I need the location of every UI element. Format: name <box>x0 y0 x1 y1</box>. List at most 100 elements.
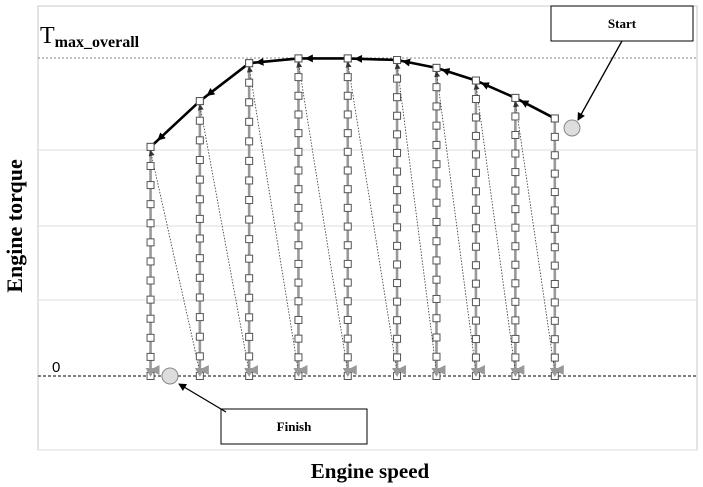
operating-point-marker <box>146 276 155 285</box>
operating-point-marker <box>245 215 254 224</box>
operating-point-markers <box>145 54 560 380</box>
tmax-label: Tmax_overall <box>40 23 140 51</box>
operating-point-marker <box>343 73 352 82</box>
operating-point-marker <box>294 110 303 119</box>
operating-point-marker <box>294 278 303 287</box>
operating-point-marker <box>343 91 352 100</box>
operating-point-marker <box>393 260 402 269</box>
operating-point-marker <box>393 111 402 120</box>
operating-point-marker <box>471 168 480 177</box>
operating-point-marker <box>511 260 520 269</box>
operating-point-marker <box>294 222 303 231</box>
operating-point-marker <box>511 149 520 158</box>
envelope-peak-marker <box>146 142 155 151</box>
zero-arrowhead <box>549 368 560 377</box>
operating-point-marker <box>550 316 559 325</box>
operating-point-marker <box>245 156 254 165</box>
operating-point-marker <box>393 74 402 83</box>
operating-point-marker <box>432 121 441 130</box>
operating-point-marker <box>550 188 559 197</box>
operating-point-marker <box>294 166 303 175</box>
operating-point-marker <box>393 297 402 306</box>
grid-lines <box>38 149 697 451</box>
transition-line <box>473 83 516 373</box>
operating-point-marker <box>294 203 303 212</box>
zero-arrowhead <box>470 368 481 377</box>
operating-point-marker <box>393 223 402 232</box>
operating-point-marker <box>511 297 520 306</box>
operating-point-marker <box>432 198 441 207</box>
operating-point-marker <box>343 241 352 250</box>
operating-point-marker <box>393 148 402 157</box>
operating-point-marker <box>245 78 254 87</box>
operating-point-marker <box>245 137 254 146</box>
operating-point-marker <box>432 160 441 169</box>
operating-point-marker <box>393 93 402 102</box>
operating-point-marker <box>343 353 352 362</box>
operating-point-marker <box>245 332 254 341</box>
envelope-peak-marker <box>294 54 303 63</box>
start-callout-box <box>550 5 694 42</box>
operating-point-marker <box>195 155 204 164</box>
operating-point-marker <box>146 219 155 228</box>
operating-point-marker <box>343 334 352 343</box>
operating-point-marker <box>511 112 520 121</box>
finish-point <box>161 367 179 385</box>
operating-point-marker <box>146 238 155 247</box>
operating-point-marker <box>146 181 155 190</box>
operating-point-marker <box>432 179 441 188</box>
operating-point-marker <box>511 242 520 251</box>
finish-callout-box <box>220 408 368 445</box>
operating-point-marker <box>343 315 352 324</box>
operating-point-marker <box>432 314 441 323</box>
operating-point-marker <box>511 186 520 195</box>
operating-point-marker <box>432 294 441 303</box>
operating-point-marker <box>294 91 303 100</box>
envelope-peak-marker <box>432 63 441 72</box>
operating-point-marker <box>432 83 441 92</box>
operating-point-marker <box>245 313 254 322</box>
operating-point-marker <box>245 117 254 126</box>
operating-point-marker <box>195 313 204 322</box>
operating-point-marker <box>146 257 155 266</box>
operating-point-marker <box>393 130 402 139</box>
envelope-peak-marker <box>471 76 480 85</box>
operating-point-marker <box>195 254 204 263</box>
operating-point-marker <box>471 224 480 233</box>
operating-point-marker <box>245 274 254 283</box>
operating-point-marker <box>195 234 204 243</box>
operating-point-marker <box>294 241 303 250</box>
envelope-peak-marker <box>550 114 559 123</box>
operating-point-marker <box>511 316 520 325</box>
operating-point-marker <box>550 280 559 289</box>
transition-line <box>246 66 299 373</box>
plot-frame <box>37 5 698 451</box>
transition-line <box>434 70 477 373</box>
operating-point-marker <box>393 167 402 176</box>
transition-line <box>394 63 437 373</box>
transition-lines <box>148 61 556 373</box>
operating-point-marker <box>294 353 303 362</box>
operating-point-marker <box>432 237 441 246</box>
transition-line <box>148 149 201 373</box>
x-axis-label: Engine speed <box>311 459 430 483</box>
operating-point-marker <box>550 335 559 344</box>
operating-point-marker <box>471 95 480 104</box>
operating-point-marker <box>432 140 441 149</box>
zero-label: 0 <box>52 359 60 376</box>
operating-point-marker <box>550 353 559 362</box>
finish-callout-label: Finish <box>277 419 312 434</box>
operating-point-marker <box>550 151 559 160</box>
envelope-peak-marker <box>343 54 352 63</box>
zero-arrowhead <box>194 368 205 377</box>
transition-line <box>513 100 556 373</box>
operating-point-marker <box>343 278 352 287</box>
operating-point-marker <box>195 136 204 145</box>
operating-point-marker <box>245 352 254 361</box>
operating-point-marker <box>343 222 352 231</box>
operating-point-marker <box>146 352 155 361</box>
operating-point-marker <box>245 293 254 302</box>
envelope-peak-marker <box>393 56 402 64</box>
operating-point-marker <box>146 161 155 170</box>
